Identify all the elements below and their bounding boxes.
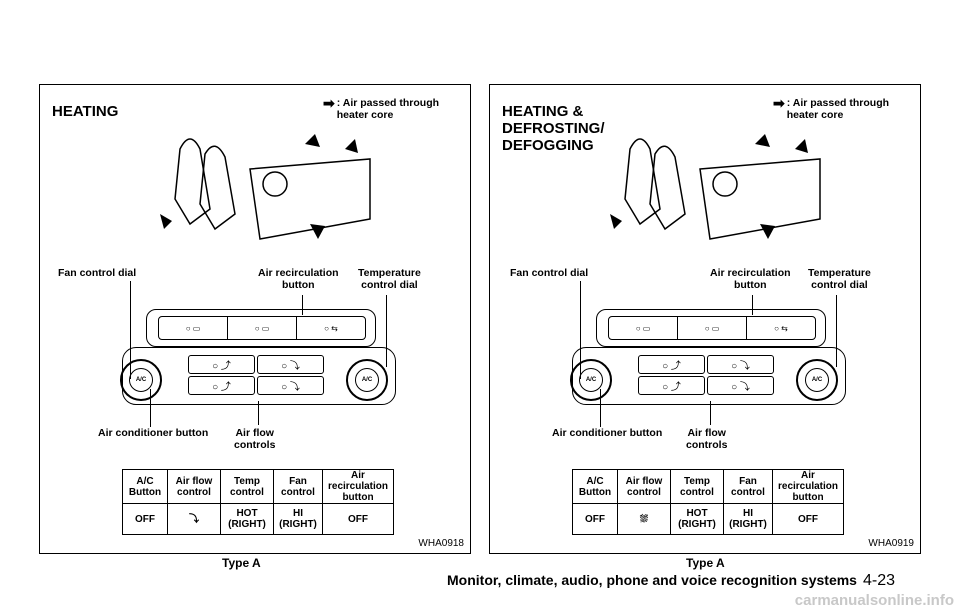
type-label: Type A [222,556,261,570]
control-face: ○ ▭ ○ ▭ ○ ⇆ [608,316,816,340]
diagram-panel-heating: HEATING ➡ : Air passed through heater co… [39,84,471,554]
table-cell: HI (RIGHT) [723,503,773,535]
table-header: Air flow control [167,469,221,504]
figure-code: WHA0919 [868,538,914,549]
legend: ➡ : Air passed through heater core [323,95,457,121]
table-cell: OFF [772,503,844,535]
legend-text: : Air passed through heater core [336,97,440,121]
recirculation-button[interactable]: ○ ⇆ [324,323,338,333]
table-cell: OFF [572,503,618,535]
temperature-control-dial[interactable]: A/C [796,359,838,401]
table-cell: HOT (RIGHT) [670,503,724,535]
air-conditioner-button-label: Air conditioner button [98,427,209,439]
control-panel-upper [146,309,376,347]
table-header: Fan control [723,469,773,504]
flow-button[interactable]: ○ ⤴ [188,376,255,395]
table-header: Air recirculation button [772,469,844,504]
table-header: Temp control [220,469,274,504]
arrow-icon: ➡ [323,95,335,111]
leader-line [150,389,151,427]
panel-title: HEATING & DEFROSTING/ DEFOGGING [502,103,605,154]
floor-vent-icon: ⤵ [167,503,221,535]
air-conditioner-button-label: Air conditioner button [552,427,663,439]
arrow-icon: ➡ [773,95,785,111]
watermark: carmanualsonline.info [794,592,954,609]
leader-line [710,401,711,425]
air-recirculation-label: Air recirculation button [710,267,791,291]
fan-control-dial-label: Fan control dial [510,267,589,279]
air-flow-controls: ○ ⤴ ○ ⤵ ○ ⤴ ○ ⤵ [188,355,324,395]
table-header: Fan control [273,469,323,504]
table-header: Air recirculation button [322,469,394,504]
table-header: A/C Button [572,469,618,504]
flow-button[interactable]: ○ ⤴ [638,376,705,395]
temperature-control-dial[interactable]: A/C [346,359,388,401]
recirculation-button[interactable]: ○ ⇆ [774,323,788,333]
leader-line [580,281,581,379]
fan-control-dial[interactable]: A/C [570,359,612,401]
front-defrost-button[interactable]: ○ ▭ [678,317,747,339]
flow-button[interactable]: ○ ⤵ [257,376,324,395]
leader-line [130,281,131,379]
table-cell: OFF [322,503,394,535]
temperature-dial-label: Temperature control dial [358,267,421,291]
page-footer: Monitor, climate, audio, phone and voice… [447,572,895,590]
panel-title: HEATING [52,103,119,120]
rear-defrost-button[interactable]: ○ ▭ [609,317,678,339]
control-panel-upper [596,309,826,347]
flow-button[interactable]: ○ ⤵ [257,355,324,374]
front-defrost-button[interactable]: ○ ▭ [228,317,297,339]
flow-button[interactable]: ○ ⤵ [707,355,774,374]
diagram-panel-heating-defrosting: HEATING & DEFROSTING/ DEFOGGING ➡ : Air … [489,84,921,554]
leader-line [258,401,259,425]
air-flow-controls-label: Air flow controls [686,427,728,451]
leader-line [302,295,303,315]
settings-table: A/C Button Air flow control Temp control… [122,469,394,535]
flow-button[interactable]: ○ ⤴ [188,355,255,374]
type-label: Type A [686,556,725,570]
car-interior-illustration [610,134,821,240]
table-header: Temp control [670,469,724,504]
table-header: Air flow control [617,469,671,504]
leader-line [752,295,753,315]
fan-control-dial-label: Fan control dial [58,267,137,279]
legend-text: : Air passed through heater core [786,97,890,121]
leader-line [386,295,387,367]
settings-table: A/C Button Air flow control Temp control… [572,469,844,535]
leader-line [600,389,601,427]
control-face: ○ ▭ ○ ▭ ○ ⇆ [158,316,366,340]
defrost-floor-icon: ⛆ [617,503,671,535]
table-cell: OFF [122,503,168,535]
rear-defrost-button[interactable]: ○ ▭ [159,317,228,339]
page-number: 4-23 [862,572,895,589]
leader-line [836,295,837,367]
air-flow-controls: ○ ⤴ ○ ⤵ ○ ⤴ ○ ⤵ [638,355,774,395]
air-recirculation-label: Air recirculation button [258,267,339,291]
temperature-dial-label: Temperature control dial [808,267,871,291]
fan-control-dial[interactable]: A/C [120,359,162,401]
flow-button[interactable]: ○ ⤴ [638,355,705,374]
table-header: A/C Button [122,469,168,504]
figure-code: WHA0918 [418,538,464,549]
car-interior-illustration [160,134,371,240]
table-cell: HOT (RIGHT) [220,503,274,535]
flow-button[interactable]: ○ ⤵ [707,376,774,395]
air-flow-controls-label: Air flow controls [234,427,276,451]
legend: ➡ : Air passed through heater core [773,95,907,121]
table-cell: HI (RIGHT) [273,503,323,535]
section-title: Monitor, climate, audio, phone and voice… [447,572,857,588]
